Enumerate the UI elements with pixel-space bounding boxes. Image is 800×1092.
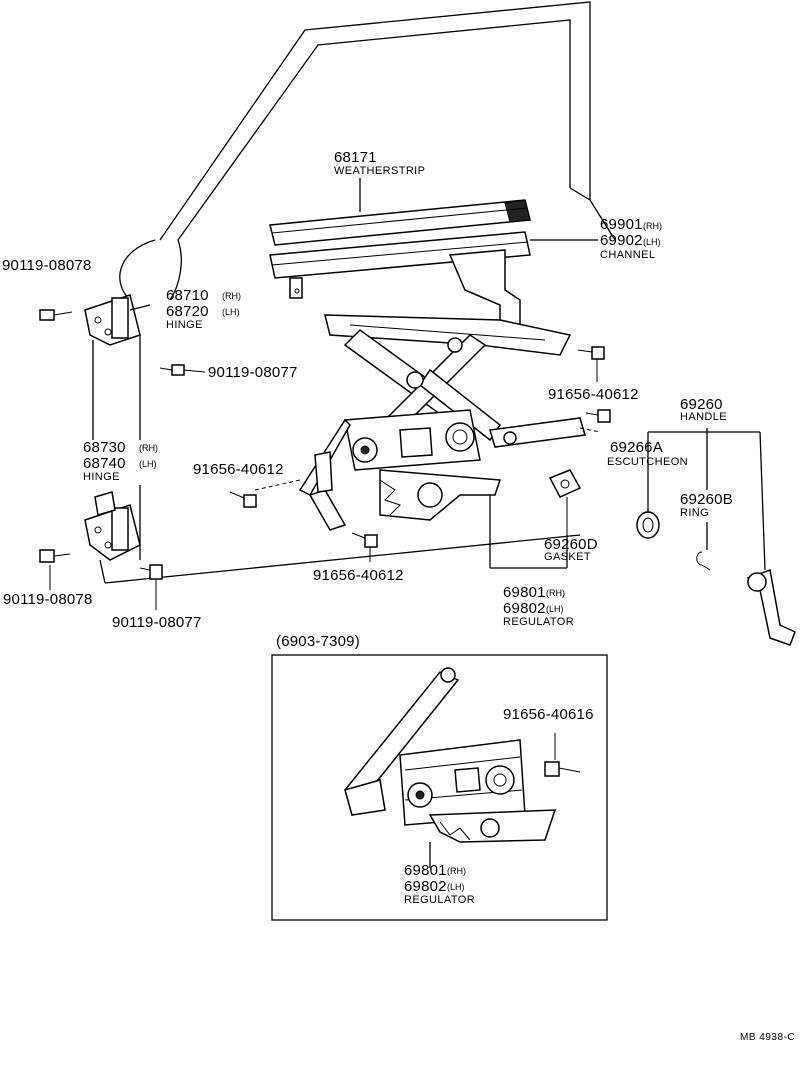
gasket-name: GASKET <box>544 551 592 563</box>
bolt-hinge-lower <box>139 564 163 610</box>
bolt-hinge-upper-number: 90119-08077 <box>208 364 298 381</box>
handle-name: HANDLE <box>680 411 728 423</box>
inset-screw-number: 91656-40616 <box>503 706 594 723</box>
regulator-number-rh: 69801 <box>503 584 546 601</box>
screw-right-lower <box>579 409 611 433</box>
weatherstrip-name: WEATHERSTRIP <box>334 165 426 177</box>
inset-regulator-suffix-rh: (RH) <box>447 866 466 876</box>
weatherstrip-part <box>269 199 531 246</box>
handle-assembly <box>636 428 796 646</box>
inset-regulator <box>343 667 581 868</box>
gasket-part <box>548 469 582 535</box>
channel-number-rh: 69901 <box>600 216 643 233</box>
lower-hinge-suffix-lh: (LH) <box>139 459 157 469</box>
bolt-upper-number: 90119-08078 <box>2 257 92 274</box>
channel-name: CHANNEL <box>600 249 656 261</box>
channel-suffix-lh: (LH) <box>643 237 661 247</box>
handle-number: 69260 <box>680 396 723 413</box>
regulator-name: REGULATOR <box>503 616 575 628</box>
regulator-arm <box>324 314 572 442</box>
hinge-leader-lines <box>92 304 581 584</box>
leader-lines <box>359 178 598 569</box>
inset-regulator-name: REGULATOR <box>404 894 476 906</box>
bolt-hinge-lower-number: 90119-08077 <box>112 614 202 631</box>
regulator-suffix-lh: (LH) <box>546 604 564 614</box>
inset-box <box>271 654 608 921</box>
upper-hinge-suffix-lh: (LH) <box>222 307 240 317</box>
upper-hinge-suffix-rh: (RH) <box>222 291 241 301</box>
lower-hinge-number-lh: 68740 <box>83 455 126 472</box>
reference-code: MB 4938-C <box>740 1032 796 1043</box>
ring-number: 69260B <box>680 491 733 508</box>
upper-hinge-name: HINGE <box>166 319 203 331</box>
lower-hinge-suffix-rh: (RH) <box>139 443 158 453</box>
channel-suffix-rh: (RH) <box>643 221 662 231</box>
screw-right-upper <box>577 346 605 382</box>
screw-bottom <box>351 532 378 562</box>
inset-regulator-suffix-lh: (LH) <box>447 882 465 892</box>
ring-name: RING <box>680 507 710 519</box>
lower-hinge-part <box>84 491 141 561</box>
upper-hinge-part <box>84 294 141 346</box>
screw-bottom-number: 91656-40612 <box>313 567 404 584</box>
screw-left <box>229 479 301 508</box>
channel-number-lh: 69902 <box>600 232 643 249</box>
bolt-lower-left <box>39 549 71 590</box>
regulator-main <box>298 409 586 531</box>
door-frame <box>119 1 616 301</box>
bolts <box>39 309 611 610</box>
weatherstrip-number: 68171 <box>334 149 377 166</box>
upper-hinge-number-lh: 68720 <box>166 303 209 320</box>
inset-date-range: (6903-7309) <box>276 633 360 650</box>
bolt-hinge-upper <box>159 364 206 376</box>
lower-hinge-name: HINGE <box>83 471 120 483</box>
lower-hinge-number-rh: 68730 <box>83 439 126 456</box>
screw-right-upper-number: 91656-40612 <box>548 386 639 403</box>
regulator-suffix-rh: (RH) <box>546 588 565 598</box>
inset-regulator-number-lh: 69802 <box>404 878 447 895</box>
bolt-lower-number: 90119-08078 <box>3 591 93 608</box>
inset-regulator-number-rh: 69801 <box>404 862 447 879</box>
upper-hinge-number-rh: 68710 <box>166 287 209 304</box>
gasket-number: 69260D <box>544 536 598 553</box>
screw-left-number: 91656-40612 <box>193 461 284 478</box>
bolt-upper-left <box>39 309 73 321</box>
escutcheon-name: ESCUTCHEON <box>607 456 689 468</box>
regulator-number-lh: 69802 <box>503 600 546 617</box>
escutcheon-number: 69266A <box>610 439 663 456</box>
